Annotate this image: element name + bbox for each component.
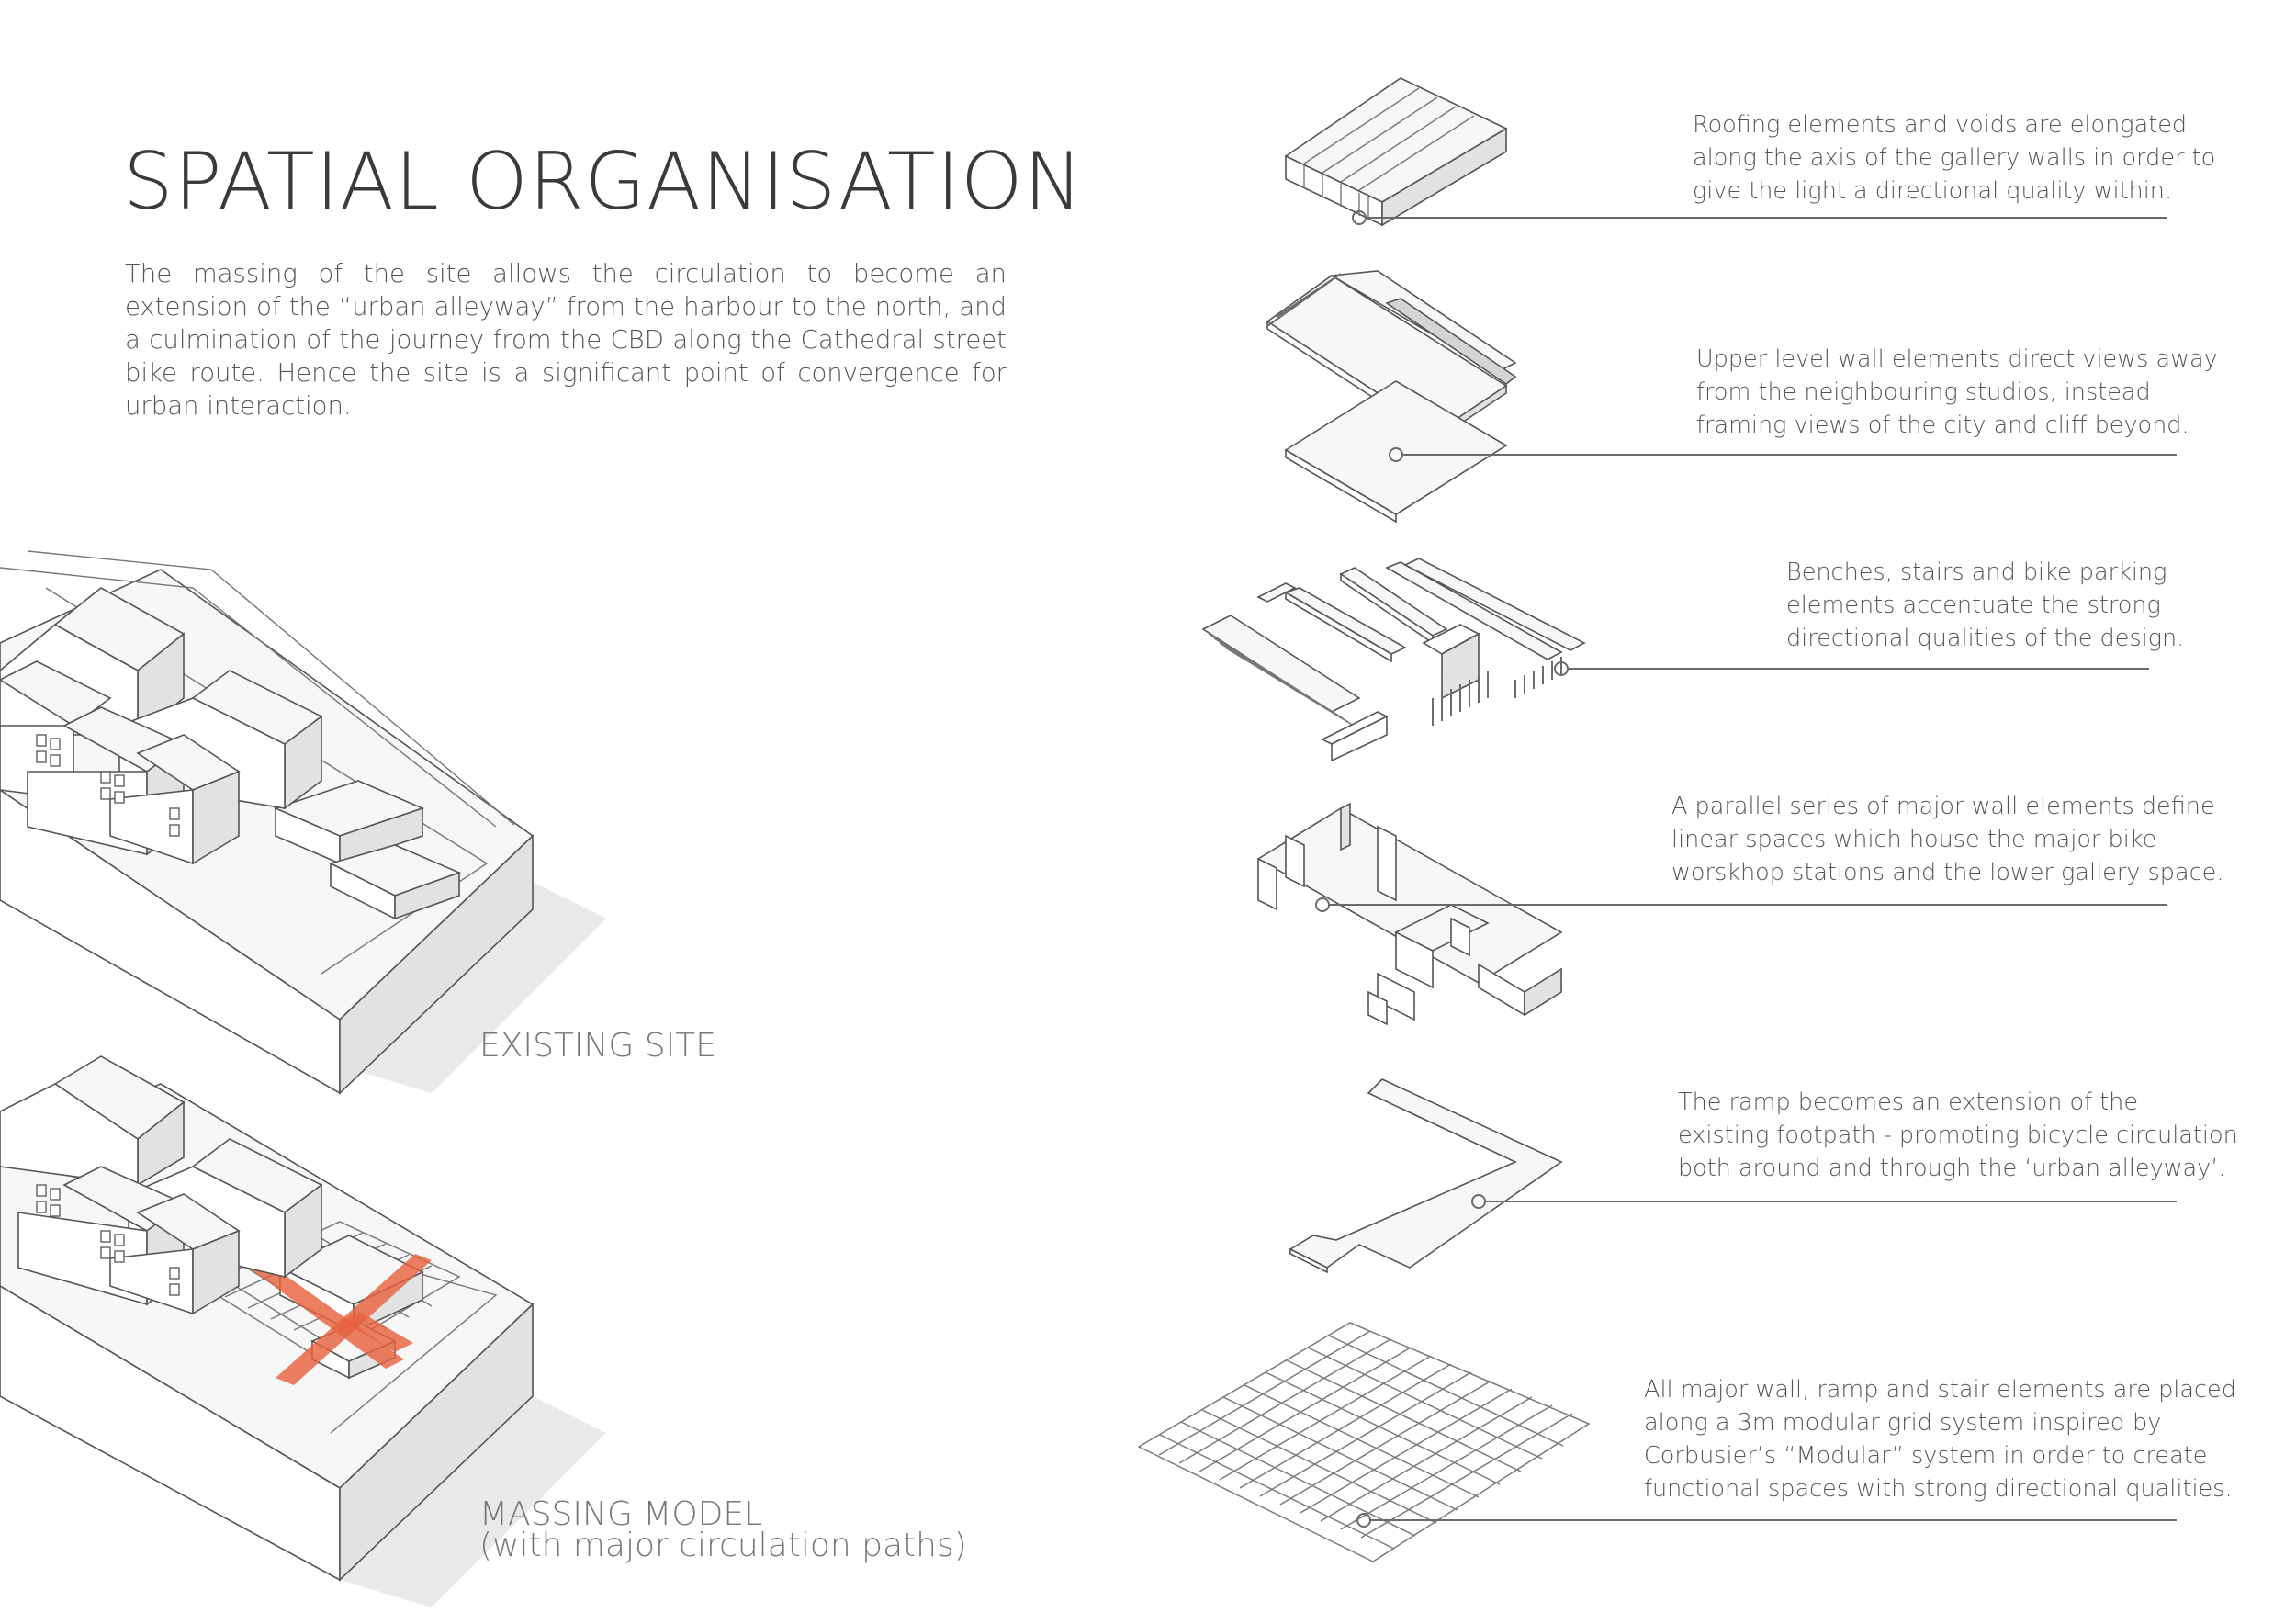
note-line: existing footpath - promoting bicycle ci…: [1678, 1122, 2238, 1149]
note-grid: All major wall, ramp and stair elements …: [1644, 1373, 2236, 1506]
note-line: The ramp becomes an extension of the: [1678, 1088, 2139, 1116]
benches-stairs-drawing: [1201, 558, 1586, 762]
note-line: A parallel series of major wall elements…: [1671, 793, 2215, 820]
note-line: functional spaces with strong directiona…: [1644, 1475, 2233, 1503]
existing-site-caption: EXISTING SITE: [479, 1027, 716, 1065]
note-line: Benches, stairs and bike parking: [1786, 558, 2167, 586]
note-line: worskhop stations and the lower gallery …: [1671, 859, 2224, 886]
modular-grid-drawing: [1137, 1322, 1591, 1562]
note-roofing: Roofing elements and voids are elongated…: [1693, 108, 2215, 208]
note-line: from the neighbouring studios, instead: [1696, 378, 2151, 406]
upper-walls-drawing: [1266, 270, 1517, 524]
circulation-paths: [246, 1254, 432, 1385]
massing-model-subcaption: (with major circulation paths): [479, 1527, 967, 1564]
massing-model: [0, 1055, 606, 1607]
note-line: Upper level wall elements direct views a…: [1696, 345, 2218, 373]
note-upper-walls: Upper level wall elements direct views a…: [1696, 343, 2218, 442]
intro-paragraph: The massing of the site allows the circu…: [125, 259, 1007, 421]
note-line: directional qualities of the design.: [1786, 625, 2185, 652]
note-line: Roofing elements and voids are elongated: [1693, 111, 2188, 139]
note-line: elements accentuate the strong: [1786, 592, 2161, 619]
note-benches: Benches, stairs and bike parking element…: [1786, 556, 2184, 655]
note-major-walls: A parallel series of major wall elements…: [1671, 790, 2223, 889]
major-walls-drawing: [1256, 802, 1563, 1026]
note-ramp: The ramp becomes an extension of the exi…: [1678, 1086, 2238, 1185]
leader-lines: [1315, 210, 2177, 1528]
note-line: both around and through the ‘urban alley…: [1678, 1155, 2226, 1182]
note-line: framing views of the city and cliff beyo…: [1696, 412, 2189, 439]
note-line: along a 3m modular grid system inspired …: [1644, 1409, 2162, 1437]
existing-site-model: [0, 550, 606, 1095]
page-title: SPATIAL ORGANISATION: [123, 136, 1084, 228]
massing-model-caption: MASSING MODEL: [479, 1495, 763, 1533]
note-line: linear spaces which house the major bike: [1671, 826, 2157, 853]
existing-houses: [0, 587, 323, 865]
massing-houses: [0, 1055, 323, 1315]
note-line: give the light a directional quality wit…: [1693, 177, 2173, 205]
note-line: All major wall, ramp and stair elements …: [1644, 1376, 2236, 1404]
ramp-drawing: [1289, 1078, 1563, 1274]
leader-dot: [1315, 897, 1330, 912]
note-line: along the axis of the gallery walls in o…: [1693, 144, 2216, 172]
note-line: Corbusier’s “Modular” system in order to…: [1644, 1442, 2208, 1470]
bike-rack: [1432, 657, 1562, 726]
roofing-elements-drawing: [1284, 77, 1508, 227]
